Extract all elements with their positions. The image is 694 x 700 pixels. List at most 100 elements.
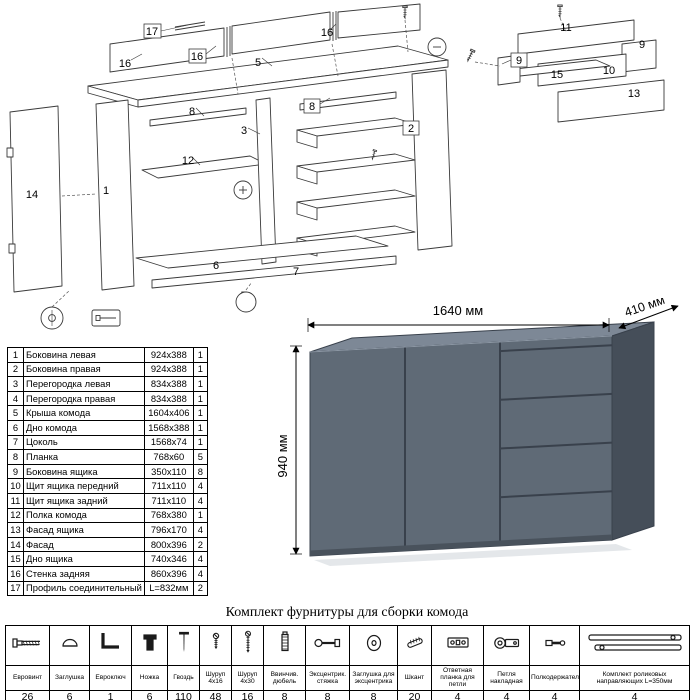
- callout-label: 17: [146, 26, 158, 38]
- hardware-icon-cell: [199, 625, 232, 666]
- part-size-cell: 711x110: [143, 478, 194, 494]
- part-back-panel-left: [109, 27, 225, 73]
- part-qty-cell: 1: [192, 347, 208, 363]
- part-number-cell: 15: [7, 551, 24, 567]
- callout-leaders: [130, 23, 512, 166]
- hardware-icon-cell: [305, 625, 350, 666]
- part-size-cell: L=832мм: [143, 580, 194, 597]
- screw-long-icon: [244, 630, 251, 653]
- hardware-qty-cell: 48: [199, 689, 232, 700]
- part-qty-cell: 5: [192, 449, 208, 465]
- hardware-qty-cell: 110: [167, 689, 200, 700]
- hardware-icon-cell: [231, 625, 264, 666]
- callout-label: 11: [560, 22, 571, 34]
- callout-label: 12: [182, 155, 194, 167]
- hex-key-icon: [100, 633, 119, 649]
- hardware-qty-cell: 8: [305, 689, 350, 700]
- hardware-name-cell: Гвоздь: [167, 665, 200, 691]
- callout-boxes: [143, 23, 528, 136]
- part-number-cell: 4: [7, 390, 24, 407]
- part-qty-cell: 4: [192, 522, 208, 538]
- part-name-cell: Перегородка правая: [23, 390, 145, 407]
- part-drawer-front: [537, 53, 627, 87]
- hardware-qty-cell: 4: [529, 689, 580, 700]
- hardware-qty-cell: 26: [5, 689, 50, 700]
- hardware-icon-cell: [529, 625, 580, 666]
- part-drawer-back: [517, 19, 635, 55]
- callout-label: 8: [189, 106, 195, 118]
- hardware-kit-title: Комплект фурнитуры для сборки комода: [225, 605, 469, 620]
- shelf-support-icon: [544, 639, 565, 647]
- part-number-cell: 11: [7, 492, 24, 509]
- front-gaps: [404, 341, 613, 551]
- part-back-panel-mid: [231, 11, 331, 55]
- part-size-cell: 711x110: [143, 492, 194, 509]
- part-number-cell: 12: [7, 507, 24, 524]
- hardware-qty-cell: 8: [349, 689, 398, 700]
- drawer-gap-line: [499, 392, 613, 401]
- part-number-cell: 14: [7, 536, 24, 553]
- hardware-name-cell: Заглушка: [49, 665, 90, 691]
- hardware-name-cell: Шуруп 4х30: [231, 665, 264, 691]
- callout-label: 14: [26, 189, 38, 201]
- part-number-cell: 2: [7, 361, 24, 378]
- part-number-cell: 6: [7, 419, 24, 436]
- exploded-assembly-diagram: 17 16 16 5 16 8 8 3 12 1 14 2 6 7 11 9 9…: [6, 3, 665, 330]
- part-size-cell: 924x388: [143, 361, 194, 378]
- hardware-qty-cell: 6: [131, 689, 168, 700]
- part-size-cell: 350x110: [143, 463, 194, 480]
- callout-label: 16: [119, 58, 131, 70]
- part-plinth: [151, 255, 397, 289]
- part-number-cell: 16: [7, 565, 24, 582]
- hardware-names-row: Евровинт Заглушка Евроключ Ножка Гвоздь …: [5, 665, 690, 691]
- part-qty-cell: 1: [192, 405, 208, 421]
- drawer-gap-line: [499, 344, 613, 353]
- part-size-cell: 800x396: [143, 536, 194, 553]
- dimension-lines: [290, 304, 679, 555]
- callout-label: 15: [551, 69, 563, 81]
- hardware-icon-cell: [89, 625, 132, 666]
- part-name-cell: Боковина правая: [23, 361, 145, 378]
- part-number-cell: 7: [7, 434, 24, 451]
- part-size-cell: 924x388: [143, 347, 194, 363]
- part-qty-cell: 4: [192, 478, 208, 494]
- plug-cap-icon: [61, 638, 78, 647]
- dresser-plinth: [310, 534, 612, 556]
- floor-shadow: [314, 544, 632, 566]
- part-number-cell: 5: [7, 405, 24, 421]
- hardware-name-cell: Ножка: [131, 665, 168, 691]
- overlay-hinge-icon: [493, 637, 519, 649]
- part-name-cell: Дно комода: [23, 419, 145, 436]
- part-name-cell: Цоколь: [23, 434, 145, 451]
- drawer-gap-line: [499, 490, 613, 499]
- hardware-name-cell: Шуруп 4х16: [199, 665, 232, 691]
- hardware-icons-row: [5, 625, 690, 666]
- callout-label: 1: [103, 185, 109, 197]
- callout-label: 9: [516, 55, 522, 67]
- depth-dimension-label: 410 мм: [623, 298, 667, 320]
- hardware-qty-cell: 6: [49, 689, 90, 700]
- part-size-cell: 860x396: [143, 565, 194, 582]
- part-qty-cell: 1: [192, 376, 208, 392]
- part-qty-cell: 1: [192, 361, 208, 378]
- cam-cover-icon: [366, 634, 381, 652]
- hardware-name-cell: Ввинчив. дюбель: [263, 665, 306, 691]
- assembled-dresser-render: 1640 мм 940 мм 410 мм: [278, 298, 679, 566]
- part-size-cell: 1568x388: [143, 419, 194, 436]
- hardware-qty-cell: 4: [431, 689, 484, 700]
- hardware-name-cell: Заглушка для эксцентрика: [349, 665, 398, 691]
- hardware-name-cell: Евроключ: [89, 665, 132, 691]
- part-number-cell: 8: [7, 449, 24, 465]
- part-number-cell: 1: [7, 347, 24, 363]
- callout-label: 6: [213, 260, 219, 272]
